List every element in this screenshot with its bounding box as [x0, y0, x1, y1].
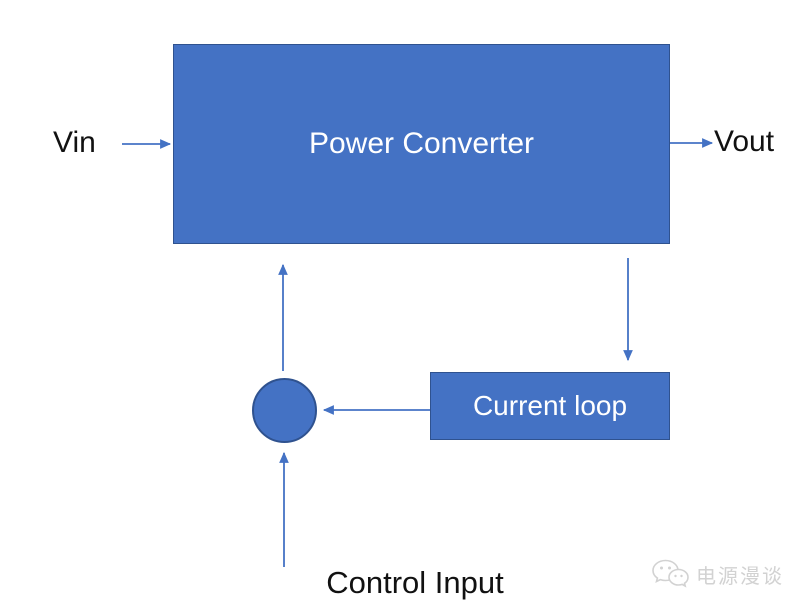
vout-label: Vout	[714, 125, 775, 158]
power-converter-block: Power Converter	[173, 44, 670, 244]
wechat-icon	[652, 559, 689, 588]
current-loop-label: Current loop	[472, 390, 628, 421]
watermark: 电源漫谈	[650, 557, 784, 591]
current-loop-block: Current loop	[430, 372, 670, 440]
vin-label: Vin	[53, 126, 96, 159]
power-converter-label: Power Converter	[308, 127, 535, 160]
summing-junction	[252, 378, 317, 443]
watermark-text: 电源漫谈	[696, 565, 784, 588]
control-input-label: Control Input	[326, 565, 504, 600]
